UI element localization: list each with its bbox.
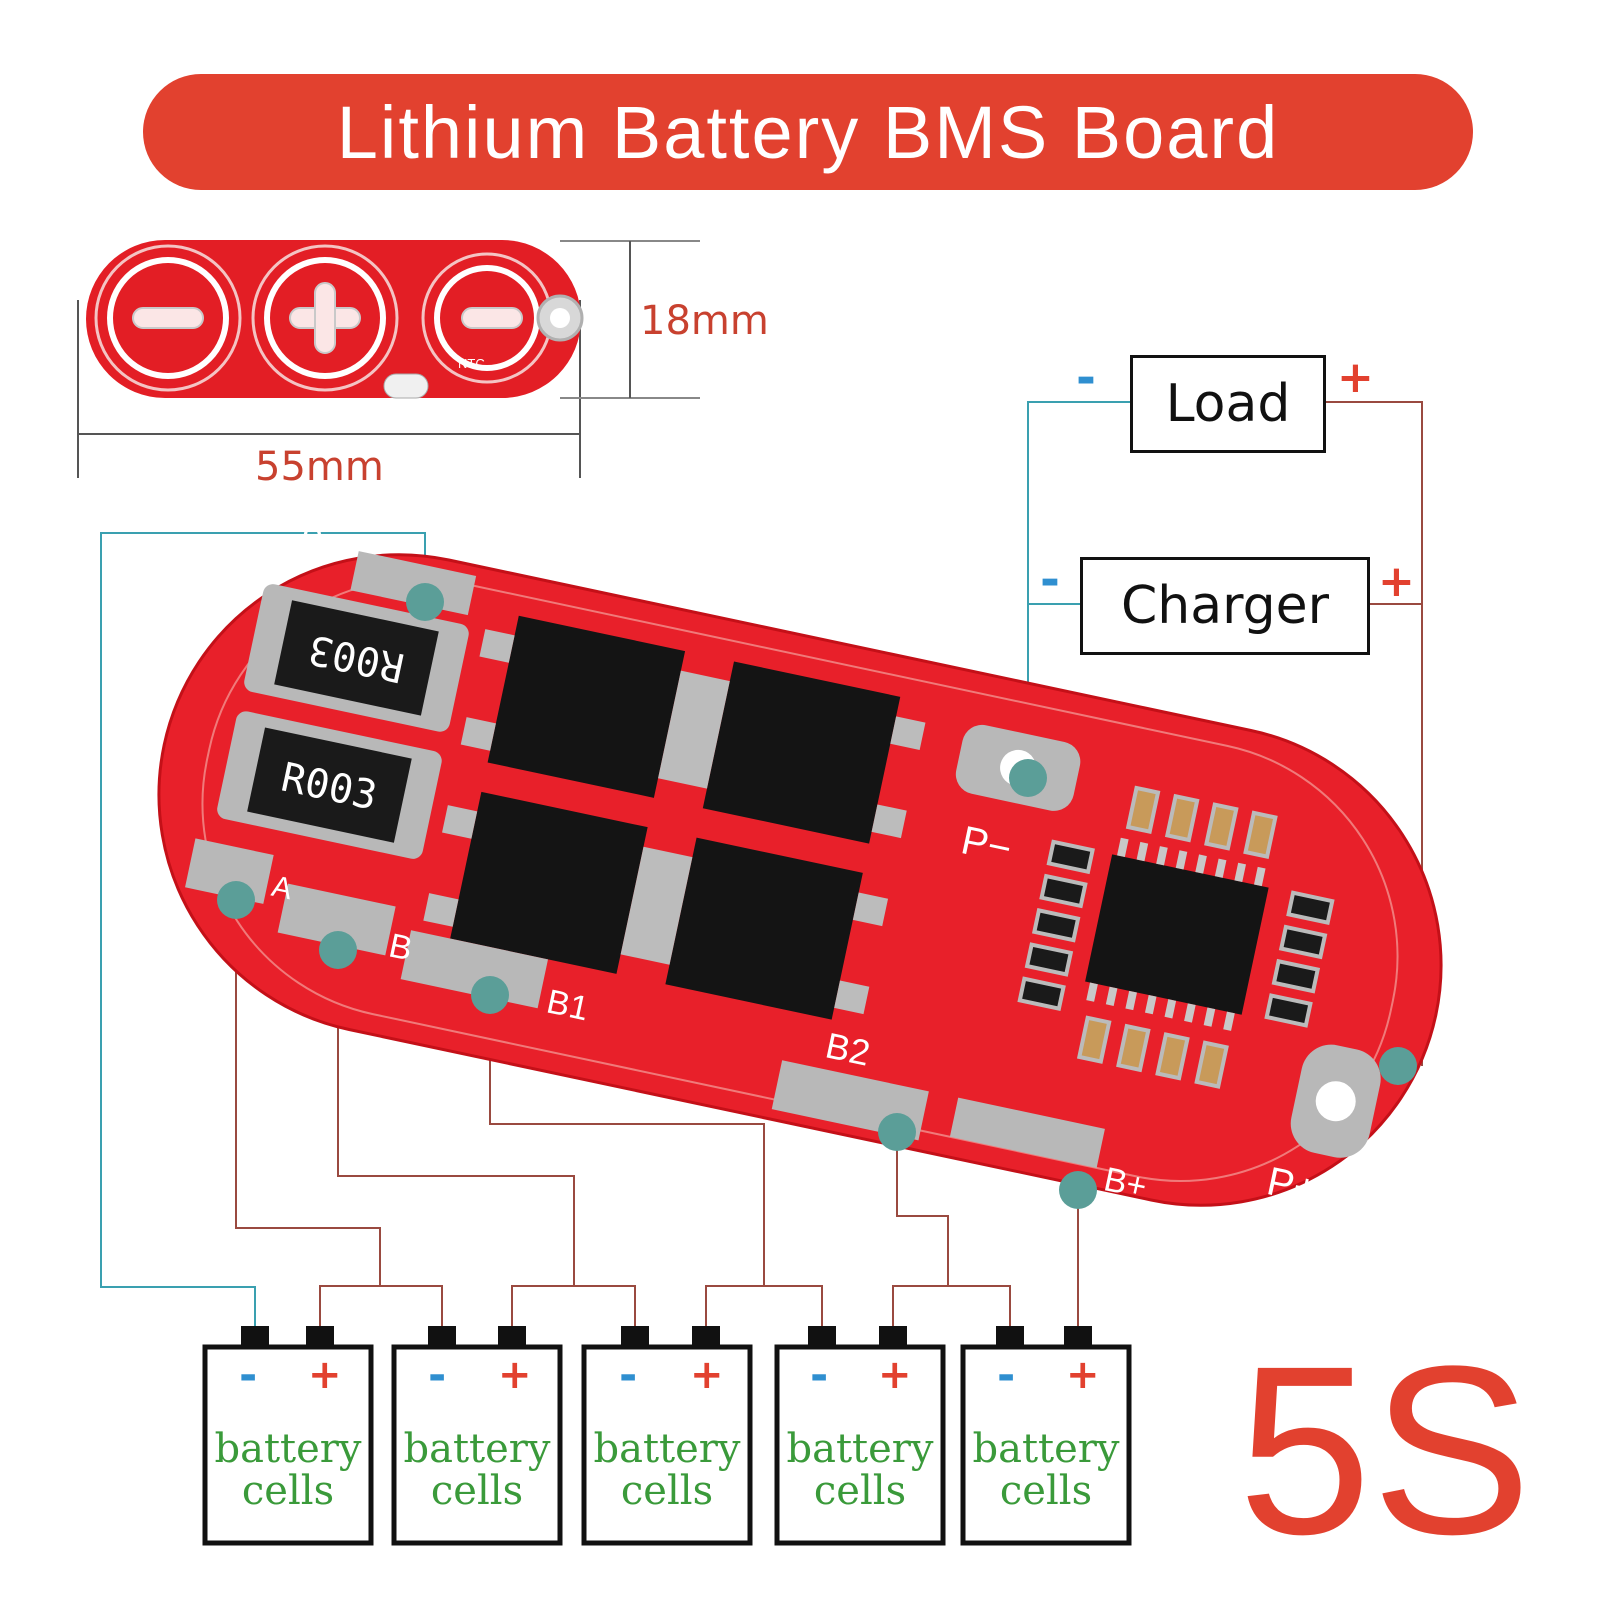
top-view-board: NTC: [77, 240, 700, 478]
cell-3-minus-icon: -: [619, 1350, 638, 1401]
minus-icon-2: [461, 307, 523, 329]
wire-tap-b: [337, 950, 575, 1286]
pad-b-plus: [949, 1097, 1105, 1168]
dot-b-plus: [1059, 1171, 1097, 1209]
title-banner: Lithium Battery BMS Board: [143, 74, 1473, 190]
dot-b1: [471, 976, 509, 1014]
bms-ic: [1085, 837, 1269, 1031]
cell-3: [581, 1326, 753, 1546]
charger-label: Charger: [1121, 576, 1329, 636]
hole-p-plus: [1315, 1081, 1356, 1122]
cell-4-minus-icon: -: [810, 1350, 829, 1401]
dot-a: [217, 881, 255, 919]
cell-5-minus-icon: -: [997, 1350, 1016, 1401]
pad-b1: [400, 930, 548, 1009]
dot-b: [319, 931, 357, 969]
mosfet-2: [702, 661, 901, 844]
cell-2-minus-icon: -: [428, 1350, 447, 1401]
cell-1: [202, 1326, 374, 1546]
wires: [100, 401, 1423, 1326]
pad-label-b-top: B: [296, 519, 326, 561]
pad-b: [277, 883, 396, 956]
smd-parts: [1017, 785, 1335, 1089]
top-ntc-pad: [383, 373, 429, 399]
mosfet-1: [487, 615, 686, 798]
load-minus-icon: -: [1076, 350, 1096, 406]
minus-icon: [132, 307, 204, 329]
cell-3-plus-icon: +: [690, 1352, 724, 1398]
pad-a: [185, 838, 274, 904]
charger-box: Charger: [1080, 557, 1370, 655]
cell-4-plus-icon: +: [878, 1352, 912, 1398]
title-text: Lithium Battery BMS Board: [336, 90, 1280, 174]
cell-1-minus-icon: -: [239, 1350, 258, 1401]
pad-label-p-plus: P+: [1263, 1159, 1321, 1212]
charger-plus-icon: +: [1378, 556, 1415, 607]
width-dimension: 55mm: [255, 444, 384, 490]
dot-b2: [878, 1113, 916, 1151]
battery-cells: [202, 1326, 1132, 1546]
pad-label-b-plus: B+: [1101, 1160, 1151, 1206]
bms-ic-body: [1085, 854, 1269, 1015]
connection-dots: [217, 583, 1417, 1209]
dot-p-plus: [1379, 1047, 1417, 1085]
dot-b-minus: [406, 583, 444, 621]
load-box: Load: [1130, 355, 1326, 453]
config-label: 5S: [1238, 1316, 1532, 1584]
pad-label-p-minus: P−: [957, 818, 1015, 871]
cell-2-plus-icon: +: [498, 1352, 532, 1398]
cell-5-plus-icon: +: [1066, 1352, 1100, 1398]
dot-p-minus: [1009, 759, 1047, 797]
wire-b-minus: [100, 532, 426, 1326]
mosfet-4: [665, 837, 863, 1020]
pcb-board: R003 R003: [157, 519, 1443, 1213]
wire-load-plus: [1324, 401, 1423, 1066]
height-dimension: 18mm: [640, 298, 769, 344]
mosfets: [423, 615, 926, 1020]
load-plus-icon: +: [1337, 352, 1374, 403]
cell-5: [960, 1326, 1132, 1546]
shunt-resistors: R003 R003: [217, 584, 469, 859]
load-label: Load: [1165, 374, 1291, 434]
cell-2: [391, 1326, 563, 1546]
charger-minus-icon: -: [1040, 552, 1060, 608]
pad-b-top: [350, 551, 477, 616]
pad-label-b2: B2: [822, 1025, 874, 1074]
cell-1-plus-icon: +: [308, 1352, 342, 1398]
cell-4: [774, 1326, 946, 1546]
pad-label-b1: B1: [543, 983, 592, 1029]
wire-load-minus: [1027, 401, 1130, 778]
wire-tap-b2: [896, 1132, 949, 1286]
wire-tap-a: [235, 900, 381, 1286]
ntc-label: NTC: [458, 356, 485, 371]
mosfet-3: [450, 791, 648, 974]
